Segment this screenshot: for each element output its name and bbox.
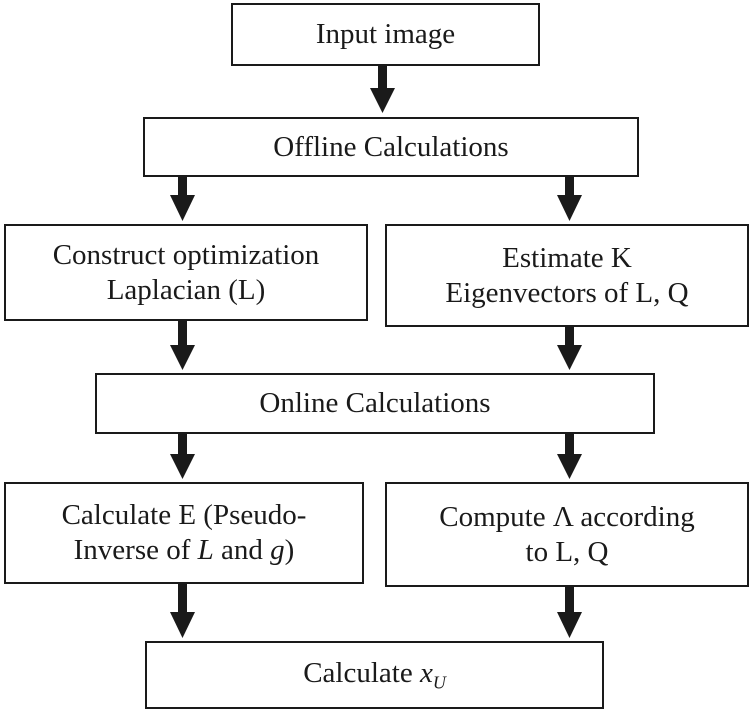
arrow-input-to-offline [370, 66, 395, 113]
calculate-xu-label: Calculate xU [303, 656, 446, 694]
estimate-eigenvectors-line1: Estimate K [502, 241, 632, 274]
compute-lambda-line1: Compute Λ according [439, 500, 695, 533]
calculate-e-var-l: L [197, 534, 214, 566]
construct-laplacian-line2: Laplacian (L) [106, 273, 266, 306]
calculate-xu-subscript: U [432, 672, 446, 693]
construct-laplacian-node: Construct optimization Laplacian (L) [4, 224, 368, 321]
calculate-e-var-g: g [270, 534, 285, 566]
offline-calculations-node: Offline Calculations [143, 117, 639, 177]
arrow-online-to-compute [557, 434, 582, 479]
construct-laplacian-line1: Construct optimization [52, 238, 320, 271]
arrow-offline-to-estimate [557, 177, 582, 221]
calculate-e-line2-and: and [213, 534, 271, 566]
calculate-e-line2-suffix: ) [284, 534, 295, 566]
arrow-offline-to-construct [170, 177, 195, 221]
calculate-xu-var: x [419, 657, 433, 690]
calculate-e-line2: Inverse of L and g) [74, 533, 295, 568]
input-image-node: Input image [231, 3, 540, 66]
input-image-label: Input image [315, 18, 456, 51]
calculate-e-line1: Calculate E (Pseudo- [61, 499, 307, 532]
compute-lambda-line2: to L, Q [525, 535, 609, 568]
arrow-calculate-e-to-final [170, 584, 195, 638]
arrow-construct-to-online [170, 321, 195, 370]
estimate-eigenvectors-line2: Eigenvectors of L, Q [445, 276, 689, 309]
calculate-xu-prefix: Calculate [303, 657, 420, 690]
offline-calculations-label: Offline Calculations [273, 130, 509, 163]
calculate-e-node: Calculate E (Pseudo- Inverse of L and g) [4, 482, 364, 584]
compute-lambda-node: Compute Λ according to L, Q [385, 482, 749, 587]
online-calculations-node: Online Calculations [95, 373, 655, 434]
calculate-xu-node: Calculate xU [145, 641, 604, 709]
arrow-estimate-to-online [557, 327, 582, 370]
estimate-eigenvectors-node: Estimate K Eigenvectors of L, Q [385, 224, 749, 327]
calculate-e-line2-prefix: Inverse of [73, 534, 198, 566]
arrow-compute-to-final [557, 587, 582, 638]
online-calculations-label: Online Calculations [259, 387, 491, 420]
arrow-online-to-calculate-e [170, 434, 195, 479]
